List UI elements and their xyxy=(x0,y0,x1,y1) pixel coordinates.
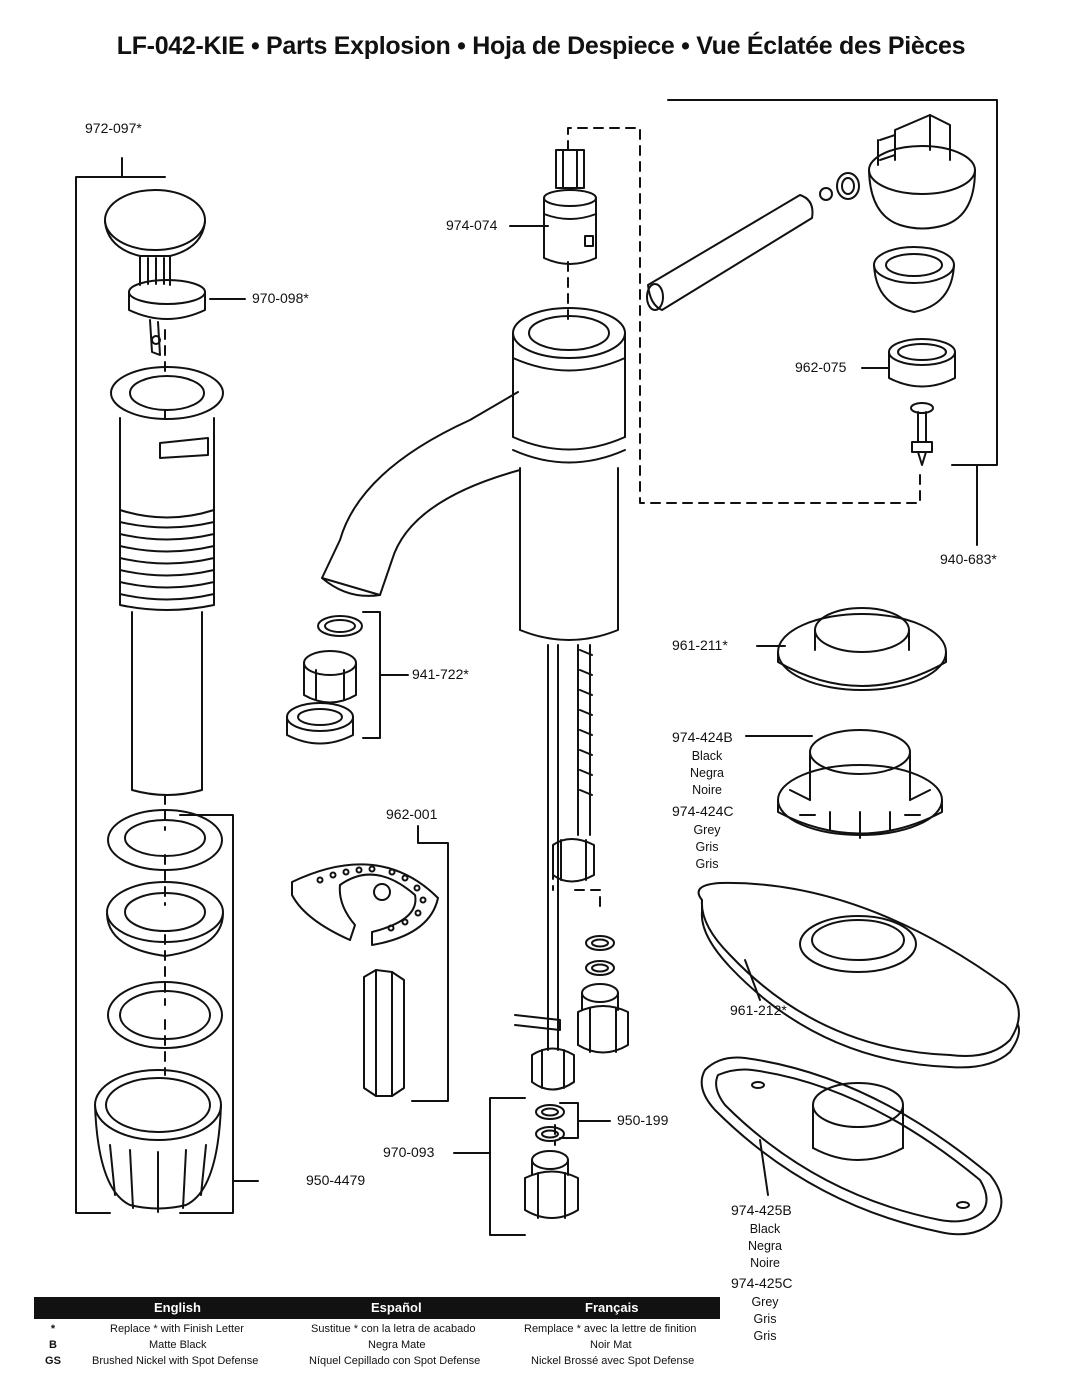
legend-key: GS xyxy=(45,1355,61,1367)
color-negra: Negra xyxy=(689,766,725,780)
supply-o-rings-lower xyxy=(535,1104,565,1142)
legend-english: Brushed Nickel with Spot Defense xyxy=(92,1355,259,1367)
part-label-950-199: 950-199 xyxy=(617,1112,669,1128)
escutcheon-961-211 xyxy=(777,607,947,691)
part-label-974-425C: 974-425C xyxy=(731,1275,793,1291)
color-gris: Gris xyxy=(695,840,719,854)
drain-nut xyxy=(94,1069,222,1213)
color-negra: Negra xyxy=(747,1239,783,1253)
legend-header: English Español Français xyxy=(34,1297,720,1319)
bracket-lines xyxy=(75,99,998,1236)
gasket-974-424 xyxy=(777,729,943,839)
legend-key: * xyxy=(50,1323,56,1335)
supply-lines xyxy=(514,644,593,1051)
part-label-962-001: 962-001 xyxy=(386,806,438,822)
aerator-washer xyxy=(317,615,363,637)
drain-cap xyxy=(104,189,206,286)
legend-header-english: English xyxy=(154,1300,201,1315)
part-label-961-211: 961-211* xyxy=(672,637,728,653)
gasket-flat xyxy=(107,809,223,871)
legend-francais: Nickel Brossé avec Spot Defense xyxy=(531,1355,695,1367)
supply-nut-upper xyxy=(552,838,595,883)
color-noire: Noire xyxy=(692,783,722,797)
drain-stopper-mechanism xyxy=(128,279,206,356)
part-colors-974-425B: Black Negra Noire xyxy=(720,1221,810,1272)
supply-adapter-upper xyxy=(577,983,629,1054)
color-gris: Gris xyxy=(695,857,719,871)
drain-body xyxy=(110,366,224,796)
part-label-974-424C: 974-424C xyxy=(672,803,734,819)
color-black: Black xyxy=(691,749,723,763)
legend-francais: Noir Mat xyxy=(590,1339,632,1351)
part-label-972-097: 972-097* xyxy=(85,120,142,136)
handle-lever xyxy=(646,194,814,311)
part-label-940-683: 940-683* xyxy=(940,551,997,567)
supply-adapter-lower xyxy=(524,1150,579,1219)
color-gris: Gris xyxy=(753,1329,777,1343)
part-label-970-098: 970-098* xyxy=(252,290,309,306)
legend-espanol: Níquel Cepillado con Spot Defense xyxy=(309,1355,481,1367)
color-black: Black xyxy=(749,1222,781,1236)
part-colors-974-424C: Grey Gris Gris xyxy=(662,822,752,873)
part-label-961-212: 961-212* xyxy=(730,1002,787,1018)
gasket-962-001 xyxy=(291,863,439,946)
part-label-962-075: 962-075 xyxy=(795,359,847,375)
screw xyxy=(910,402,934,466)
part-label-970-093: 970-093 xyxy=(383,1144,435,1160)
part-colors-974-425C: Grey Gris Gris xyxy=(720,1294,810,1345)
legend-header-francais: Français xyxy=(585,1300,639,1315)
adapter-962-075 xyxy=(888,338,956,388)
part-label-974-425B: 974-425B xyxy=(731,1202,792,1218)
color-grey: Grey xyxy=(751,1295,779,1309)
set-screw xyxy=(819,187,833,201)
supply-nut-lower xyxy=(531,1047,575,1091)
page-title: LF-042-KIE • Parts Explosion • Hoja de D… xyxy=(116,32,966,60)
color-grey: Grey xyxy=(693,823,721,837)
legend-espanol: Negra Mate xyxy=(368,1339,426,1351)
supply-o-rings-upper xyxy=(585,935,615,976)
handle-hub xyxy=(868,114,976,230)
legend-row: B Matte Black Negra Mate Noir Mat xyxy=(0,1339,720,1355)
part-label-941-722: 941-722* xyxy=(412,666,469,682)
legend-francais: Remplace * avec la lettre de finition xyxy=(524,1323,697,1335)
cartridge xyxy=(543,149,597,265)
part-label-950-4479: 950-4479 xyxy=(306,1172,366,1188)
part-label-974-424B: 974-424B xyxy=(672,729,733,745)
faucet-body xyxy=(512,307,626,641)
handle-cap xyxy=(873,246,955,313)
legend-english: Replace * with Finish Letter xyxy=(110,1323,244,1335)
color-noire: Noire xyxy=(750,1256,780,1270)
o-ring-small xyxy=(836,172,860,200)
color-gris: Gris xyxy=(753,1312,777,1326)
legend-english: Matte Black xyxy=(149,1339,207,1351)
legend-row: * Replace * with Finish Letter Sustitue … xyxy=(0,1323,720,1339)
gasket-cone xyxy=(106,881,224,957)
deck-plate-961-212 xyxy=(697,881,1020,1069)
part-colors-974-424B: Black Negra Noire xyxy=(662,748,752,799)
legend-espanol: Sustitue * con la letra de acabado xyxy=(311,1323,476,1335)
faucet-spout xyxy=(321,391,521,597)
part-label-974-074: 974-074 xyxy=(446,217,498,233)
gasket-974-425 xyxy=(700,1056,1003,1236)
aerator-insert xyxy=(303,650,357,704)
legend-header-espanol: Español xyxy=(371,1300,422,1315)
aerator-housing xyxy=(286,702,354,745)
mounting-shank xyxy=(363,969,405,1097)
washer-ring xyxy=(107,981,223,1049)
legend-row: GS Brushed Nickel with Spot Defense Níqu… xyxy=(0,1355,720,1371)
legend-key: B xyxy=(49,1339,57,1351)
